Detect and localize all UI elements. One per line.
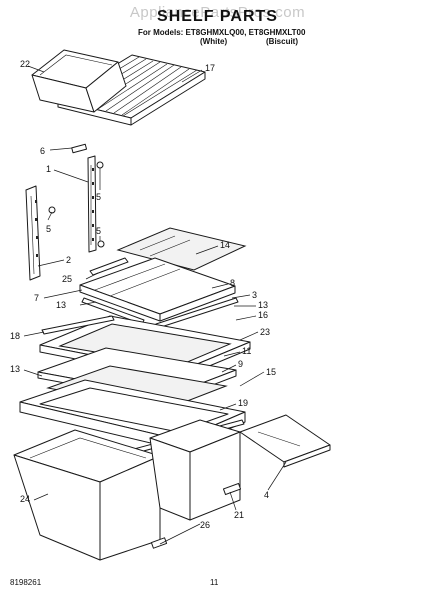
clip-26 <box>150 537 168 549</box>
variant-white: (White) <box>200 37 228 46</box>
callout-14: 14 <box>220 240 230 250</box>
callout-7: 7 <box>34 293 39 303</box>
callout-21: 21 <box>234 510 244 520</box>
side-rail <box>25 185 41 281</box>
shelf-frame-18 <box>41 315 115 335</box>
clip-21 <box>222 482 242 496</box>
callout-6: 6 <box>40 146 45 156</box>
screw-a <box>96 161 104 169</box>
callout-18: 18 <box>10 331 20 341</box>
upper-shelf <box>79 257 236 322</box>
callout-5-left: 5 <box>46 224 51 234</box>
callout-23: 23 <box>260 327 270 337</box>
screw-b <box>48 206 56 214</box>
callout-22: 22 <box>20 59 30 69</box>
crisper-drawer-right <box>149 419 241 521</box>
callout-24: 24 <box>20 494 30 504</box>
center-rail <box>87 155 97 253</box>
callout-13-right: 13 <box>258 300 268 310</box>
leader-lines <box>23 65 287 545</box>
callout-1: 1 <box>46 164 51 174</box>
support-pin <box>71 143 88 154</box>
crisper-drawer-left <box>13 429 161 561</box>
callout-2: 2 <box>66 255 71 265</box>
callout-26: 26 <box>200 520 210 530</box>
callout-19: 19 <box>238 398 248 408</box>
callout-11: 11 <box>242 346 251 356</box>
humidity-control <box>239 414 331 468</box>
short-trim <box>89 257 129 276</box>
callout-13-lower: 13 <box>10 364 20 374</box>
callout-15: 15 <box>266 367 276 377</box>
callout-16: 16 <box>258 310 268 320</box>
document-number: 8198261 <box>10 578 42 587</box>
callout-9: 9 <box>238 359 243 369</box>
watermark: AppliancePartsPros.com <box>129 4 306 21</box>
callout-labels: 22 17 6 1 5 5 5 14 2 25 8 7 3 13 13 16 1… <box>10 59 276 530</box>
callout-13-upper: 13 <box>56 300 66 310</box>
callout-3: 3 <box>252 290 257 300</box>
callout-4: 4 <box>264 490 269 500</box>
screw-c <box>97 240 105 248</box>
page-title: SHELF PARTS <box>157 8 278 25</box>
variant-biscuit: (Biscuit) <box>266 37 298 46</box>
callout-5-lower: 5 <box>96 226 101 236</box>
callout-25: 25 <box>62 274 72 284</box>
model-list: For Models: ET8GHMXLQ00, ET8GHMXLT00 <box>138 28 306 37</box>
storage-bin <box>31 49 127 113</box>
callout-5-upper: 5 <box>96 192 101 202</box>
callout-8: 8 <box>230 278 235 288</box>
middle-shelf <box>39 315 251 380</box>
page-number: 11 <box>210 578 219 587</box>
callout-17: 17 <box>205 63 215 73</box>
